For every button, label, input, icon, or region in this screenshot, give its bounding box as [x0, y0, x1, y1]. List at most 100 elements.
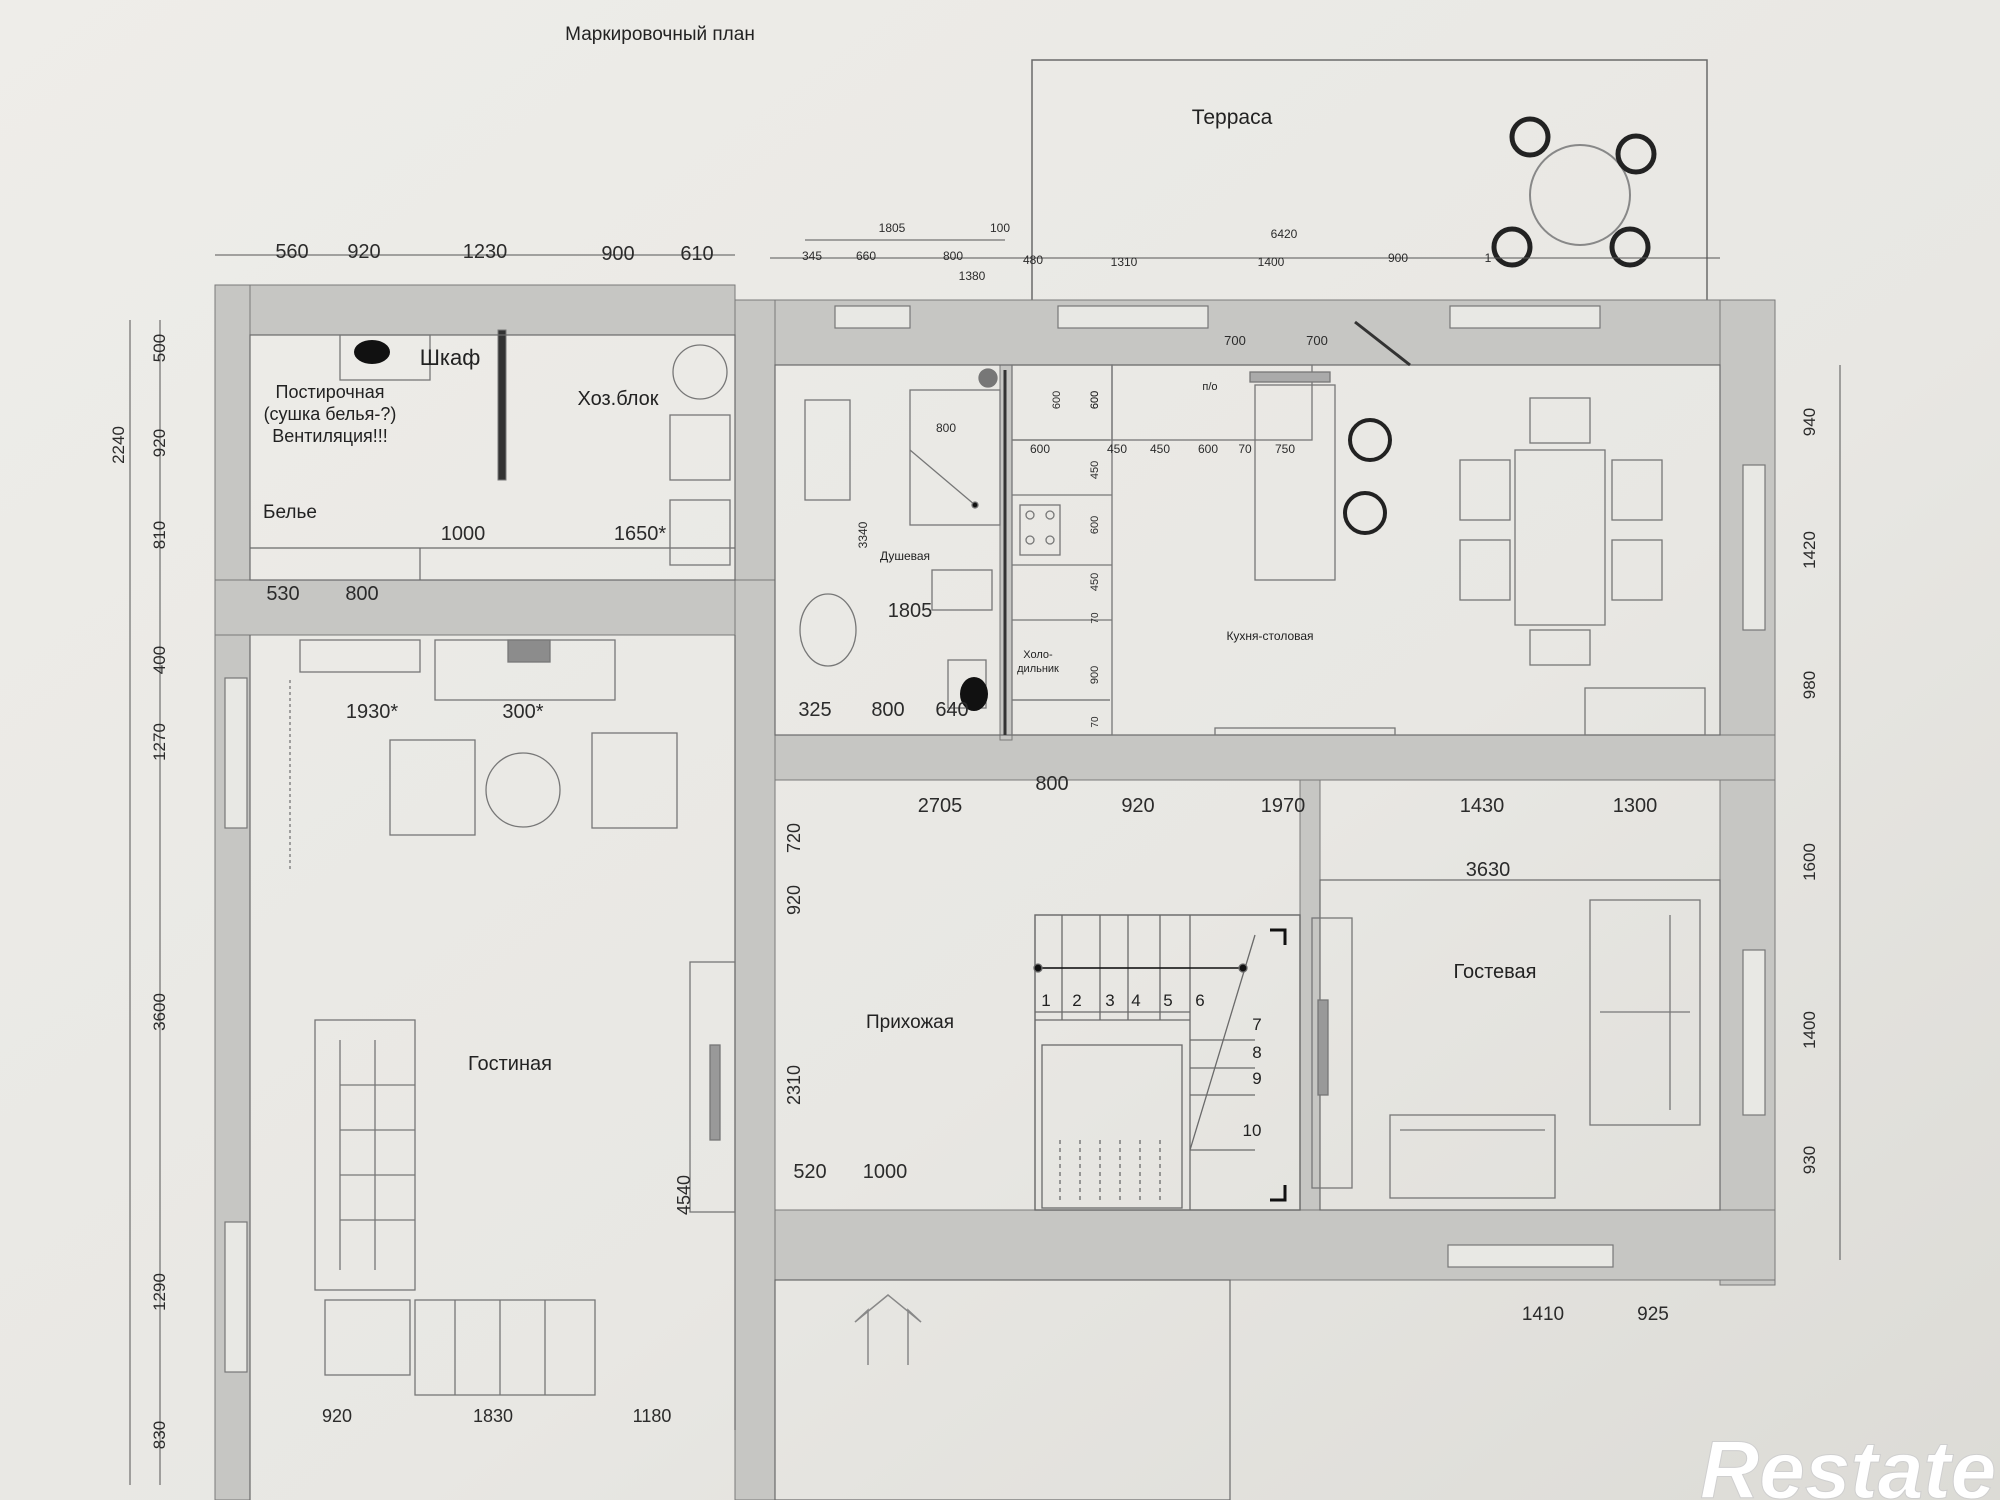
plan-title: Маркировочный план	[565, 24, 755, 45]
dim-kitchen-11: 450	[1089, 573, 1101, 591]
dim-kitchen-15: 70	[1090, 716, 1101, 728]
dim-top-small-2: 100	[990, 221, 1010, 235]
shelf-label: п/о	[1202, 381, 1217, 393]
dim-right-1: 940	[1800, 408, 1819, 436]
dim-top-5: 610	[680, 243, 713, 265]
dim-inner-4: 800	[345, 583, 378, 605]
room-label-utility: Хоз.блок	[577, 388, 658, 410]
dim-inner-1: 1000	[441, 523, 486, 545]
dims-top: 560 920 1230 900 610 1805 100 6420 345 6…	[275, 221, 1491, 283]
entrance-arrow	[854, 1294, 922, 1365]
stair-step-1: 1	[1041, 991, 1050, 1010]
dim-top-1: 560	[275, 241, 308, 263]
dim-inner-26: 1830	[473, 1406, 513, 1426]
dim-inner-11: 3340	[856, 521, 870, 548]
stair-step-7: 7	[1252, 1015, 1261, 1034]
dim-inner-2: 1650*	[614, 523, 666, 545]
watermark-text: Restate	[1700, 1425, 1996, 1500]
shower-fixtures	[799, 368, 1007, 735]
dim-top-r-4: 1380	[959, 269, 986, 283]
staircase	[1033, 914, 1301, 1211]
room-label-hall: Прихожая	[866, 1012, 954, 1033]
room-label-linen: Белье	[263, 502, 317, 523]
room-label-shower: Душевая	[880, 549, 930, 563]
stair-step-5: 5	[1163, 991, 1172, 1010]
dim-kitchen-2: 600	[1089, 391, 1101, 409]
dim-right-5: 1400	[1800, 1011, 1819, 1049]
room-label-laundry-1: Постирочная	[276, 382, 385, 402]
room-label-fridge-2: дильник	[1017, 663, 1059, 675]
dims-left: 2240 500 920 810 400 1270 3600 1290 830	[109, 334, 169, 1449]
laundry-fixtures	[299, 334, 731, 701]
terrace-table	[1491, 116, 1657, 268]
dim-inner-22: 4540	[674, 1175, 694, 1215]
dim-left-5: 400	[150, 646, 169, 674]
dim-right-4: 1600	[1800, 843, 1819, 881]
stair-step-2: 2	[1072, 991, 1081, 1010]
dim-inner-29: 925	[1637, 1304, 1669, 1325]
dim-inner-3: 530	[266, 583, 299, 605]
dims-inner: 1000 1650* 530 800 1930* 300* 325 800 64…	[266, 333, 1669, 1426]
dim-inner-27: 1180	[633, 1406, 672, 1426]
room-label-living: Гостиная	[468, 1053, 552, 1075]
dim-top-r-5: 480	[1023, 253, 1043, 267]
dim-kitchen-7: 70	[1238, 442, 1252, 456]
dim-left-4: 810	[150, 521, 169, 549]
dim-inner-30: 700	[1224, 333, 1246, 348]
stair-numbers: 1 2 3 4 5 6 7 8 9 10	[1041, 991, 1261, 1140]
dim-left-9: 830	[150, 1421, 169, 1449]
dim-inner-6: 300*	[502, 701, 543, 723]
dim-top-3: 1230	[463, 241, 508, 263]
dim-left-2: 500	[150, 334, 169, 362]
dim-inner-24: 1000	[863, 1161, 908, 1183]
dim-top-r-2: 660	[856, 249, 876, 263]
watermark: Restate	[1700, 1425, 1997, 1500]
dim-kitchen-3: 600	[1030, 442, 1050, 456]
dim-left-3: 920	[150, 429, 169, 457]
dim-left-7: 3600	[150, 993, 169, 1031]
dim-kitchen-6: 600	[1198, 442, 1218, 456]
dim-inner-13: 2705	[918, 795, 963, 817]
dim-inner-23: 520	[793, 1161, 826, 1183]
stair-step-10: 10	[1243, 1121, 1262, 1140]
dim-inner-25: 920	[322, 1406, 352, 1426]
dim-left-1: 2240	[109, 426, 128, 464]
room-label-kitchen: Кухня-столовая	[1226, 629, 1313, 643]
stair-step-6: 6	[1195, 991, 1204, 1010]
dim-top-small-1: 1805	[879, 221, 906, 235]
dim-kitchen-8: 750	[1275, 442, 1295, 456]
room-label-fridge-1: Холо-	[1023, 649, 1053, 661]
dim-right-2: 1420	[1800, 531, 1819, 569]
dim-top-r-8: 900	[1388, 251, 1408, 265]
living-furniture	[289, 680, 736, 1396]
dim-kitchen-12: 900	[1089, 666, 1101, 684]
dim-kitchen-5: 450	[1150, 442, 1170, 456]
dim-inner-21: 2310	[784, 1065, 804, 1105]
dim-kitchen-4: 450	[1107, 442, 1127, 456]
dim-kitchen-10: 600	[1089, 516, 1101, 534]
dim-top-r-6: 1310	[1111, 255, 1138, 269]
dim-kitchen-9: 450	[1089, 461, 1101, 479]
dim-right-3: 980	[1800, 671, 1819, 699]
dim-inner-10: 1805	[888, 600, 933, 622]
dim-lines-top	[129, 239, 1841, 1485]
dim-inner-19: 720	[784, 823, 804, 853]
room-label-closet: Шкаф	[420, 345, 481, 370]
dim-inner-28: 1410	[1522, 1304, 1564, 1325]
room-label-guest: Гостевая	[1453, 961, 1536, 983]
stair-step-9: 9	[1252, 1069, 1261, 1088]
dims-kitchen: 600 600 600 450 450 600 70 750 450 600 4…	[1030, 391, 1295, 795]
dim-inner-14: 920	[1121, 795, 1154, 817]
dim-top-r-9: 1	[1485, 251, 1492, 265]
dim-inner-31: 700	[1306, 333, 1328, 348]
dim-inner-16: 1430	[1460, 795, 1505, 817]
dim-top-r-7: 1400	[1258, 255, 1285, 269]
room-label-laundry-2: (сушка белья-?)	[264, 404, 397, 424]
windows	[224, 305, 1766, 1373]
stair-step-8: 8	[1252, 1043, 1261, 1062]
dim-kitchen-14: 70	[1090, 612, 1101, 624]
dim-kitchen-13: 600	[1089, 391, 1101, 409]
dim-top-2: 920	[347, 241, 380, 263]
